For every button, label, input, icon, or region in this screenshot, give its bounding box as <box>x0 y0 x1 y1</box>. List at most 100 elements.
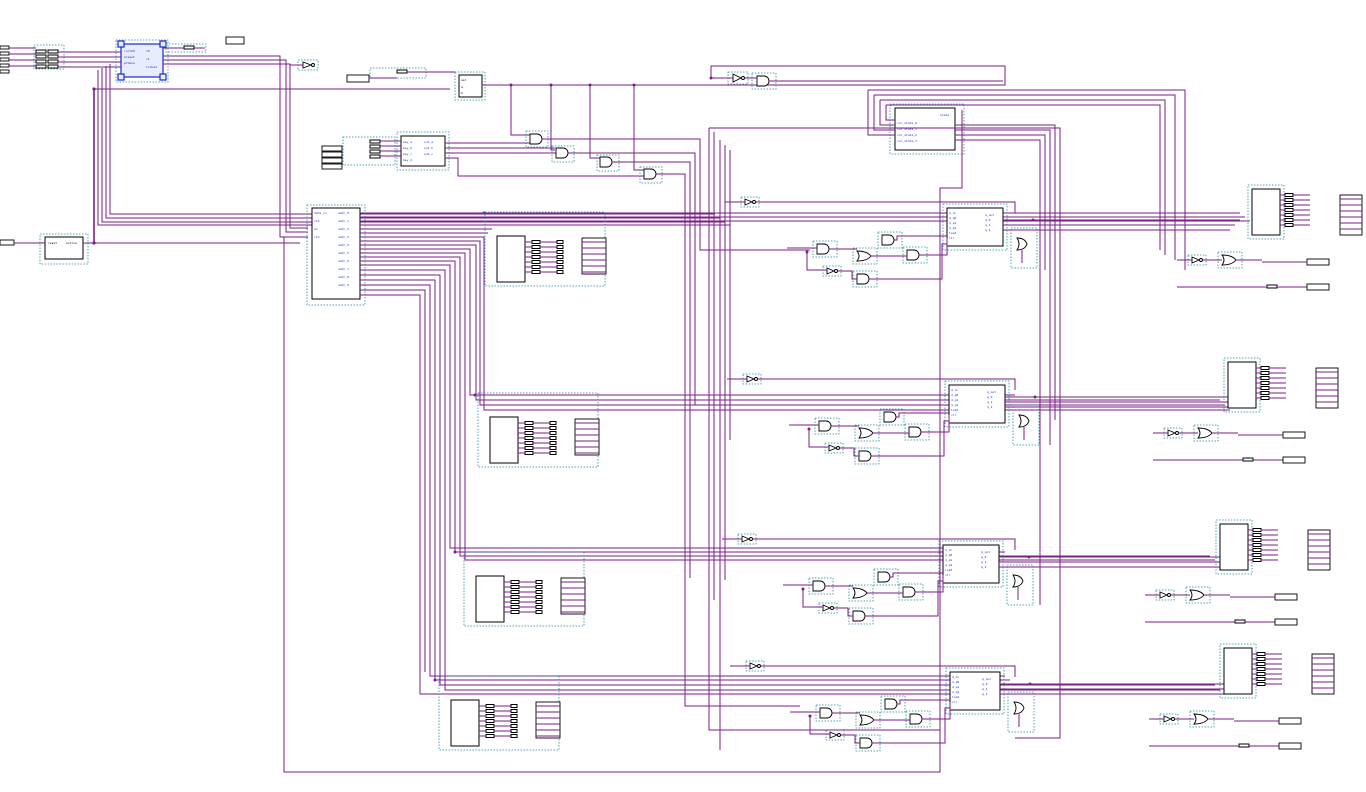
counter-1 <box>484 211 607 287</box>
feedback-loop-wire <box>283 110 963 773</box>
register-port-label: clr <box>945 573 951 577</box>
junction <box>801 587 805 591</box>
buffer <box>510 734 518 738</box>
buffer <box>556 260 564 264</box>
register-instance-box <box>945 667 1005 715</box>
junction <box>1028 682 1032 686</box>
register-port-label: q_0 <box>985 218 991 222</box>
svg-text:rst: rst <box>314 235 320 239</box>
mux-instance-box <box>1010 227 1038 269</box>
or-gate <box>1193 713 1209 725</box>
junction <box>1031 218 1035 222</box>
gate-instance-box <box>818 602 838 614</box>
inverter-bubble <box>1167 593 1171 597</box>
buffer <box>549 436 557 440</box>
buffer <box>510 719 518 723</box>
driver-instance-box <box>1223 357 1261 413</box>
buffer <box>1284 218 1294 222</box>
svg-text:cur_state_0: cur_state_0 <box>897 121 917 125</box>
register-block <box>948 384 1006 424</box>
buffer <box>1260 386 1270 390</box>
counter-block <box>450 699 480 747</box>
and-gate <box>856 273 870 285</box>
buffer <box>1234 619 1246 624</box>
buffer <box>524 436 534 440</box>
and-gate <box>881 234 895 246</box>
gate-instance-box <box>902 246 928 264</box>
or-gate <box>852 587 868 599</box>
output-pin-group <box>581 237 607 275</box>
wire <box>890 572 943 578</box>
buffer <box>535 600 543 604</box>
output-pin-group <box>574 418 600 456</box>
buffer <box>1256 667 1266 671</box>
or-gate <box>1016 237 1028 251</box>
buffer <box>524 451 534 455</box>
and-gate <box>859 737 873 749</box>
gate-instance-box <box>877 231 903 249</box>
buffer <box>524 421 534 425</box>
buffer <box>1256 662 1266 666</box>
junction <box>808 714 812 718</box>
buffer <box>549 421 557 425</box>
status-output-pin <box>1282 456 1306 464</box>
reset-input-block[interactable]: reset active <box>0 233 300 265</box>
status-output-pin <box>1274 618 1298 626</box>
register-port-label: q_2 <box>981 565 987 569</box>
register-port-label: q_2 <box>982 692 988 696</box>
status-output-pin <box>1306 283 1330 291</box>
buffer <box>485 709 495 713</box>
svg-text:reset: reset <box>48 241 57 245</box>
key-input-block[interactable]: key_a key_b key_c key_d out_a out_b out_… <box>321 131 645 177</box>
buffer <box>1260 371 1270 375</box>
register-port-label: d_in <box>952 675 959 679</box>
not-gate <box>829 731 839 739</box>
wire <box>894 235 947 241</box>
buffer <box>531 250 541 254</box>
gate-instance-box <box>824 442 844 454</box>
wire <box>834 580 943 617</box>
inverter-bubble <box>834 269 838 273</box>
gate-instance-box <box>905 710 931 728</box>
buffer <box>1252 528 1262 532</box>
inverter-bubble <box>1199 258 1203 262</box>
gate-instance-box <box>880 695 906 713</box>
input-pins-top-left[interactable] <box>0 44 112 74</box>
buffer <box>510 610 520 614</box>
not-gate <box>741 535 751 543</box>
svg-text:c1: c1 <box>146 57 150 61</box>
buffer <box>556 250 564 254</box>
svg-text:areset: areset <box>124 55 135 59</box>
buffer <box>1252 553 1262 557</box>
svg-text:cur_state_3: cur_state_3 <box>897 139 917 143</box>
or-gate <box>1189 589 1205 601</box>
buffer <box>1284 223 1294 227</box>
register-port-label: q_0 <box>987 395 993 399</box>
buffer <box>1260 391 1270 395</box>
buffer <box>1238 743 1250 748</box>
not-gate <box>1163 715 1173 723</box>
svg-text:pfdena: pfdena <box>124 61 135 65</box>
inverter-bubble <box>1175 431 1179 435</box>
buffer <box>556 240 564 244</box>
buffer <box>510 709 518 713</box>
driver-instance-box <box>1247 184 1285 240</box>
mux-block-top[interactable]: sel a b <box>454 65 1006 101</box>
and-gate <box>906 249 920 261</box>
output-section <box>1145 184 1363 750</box>
buffer <box>1256 652 1266 656</box>
buffer <box>524 431 534 435</box>
register-port-label: clr <box>949 236 955 240</box>
wire <box>896 412 949 418</box>
decoder-main[interactable]: data_in addr_0 addr_1 addr_2 addr_3 addr… <box>306 204 366 306</box>
pll-block-selected[interactable]: inclk0 areset pfdena c0 c1 locked <box>100 39 169 83</box>
buffer <box>556 255 564 259</box>
wire <box>840 420 949 457</box>
gate-instance-box <box>854 424 880 442</box>
display-driver-3 <box>1145 519 1331 626</box>
not-gate <box>828 444 838 452</box>
processing-rows: d_ind_q0d_q1d_q2loadclrq_outq_0q_1q_2d_i… <box>722 196 1240 752</box>
state-machine-block[interactable]: state cur_state_0 cur_state_1 cur_state_… <box>867 89 1186 605</box>
